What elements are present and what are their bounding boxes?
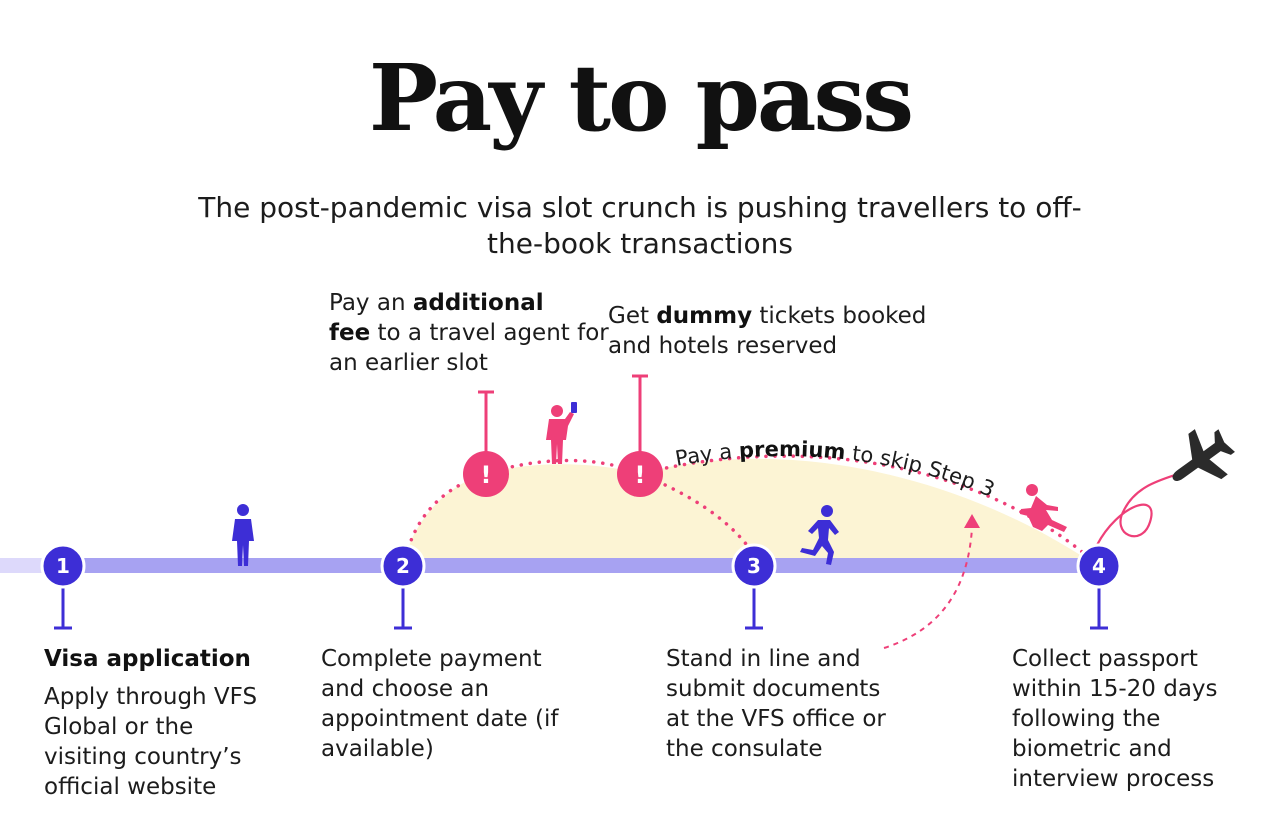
shortcut-area bbox=[404, 458, 1097, 566]
step-4-number: 4 bbox=[1092, 554, 1106, 578]
skip-arrow-head bbox=[964, 514, 980, 528]
airplane-icon bbox=[1172, 429, 1235, 482]
step-3-node: 3 bbox=[731, 543, 777, 589]
agent-route-dotted bbox=[402, 472, 488, 568]
page-subtitle: The post-pandemic visa slot crunch is pu… bbox=[198, 191, 1082, 260]
skip-arrow-dotted bbox=[883, 527, 973, 649]
step-3-description: Stand in line and submit documents at th… bbox=[666, 646, 886, 762]
svg-text:!: ! bbox=[481, 461, 492, 489]
step-3-number: 3 bbox=[747, 554, 761, 578]
step-1-title: Visa application bbox=[44, 646, 251, 672]
timeline-bar bbox=[50, 558, 1100, 573]
dummy-bookings-note: Get dummy tickets booked and hotels rese… bbox=[608, 303, 927, 359]
step-2-description: Complete payment and choose an appointme… bbox=[321, 646, 559, 762]
timeline-fade bbox=[0, 558, 50, 573]
step-2-number: 2 bbox=[396, 554, 410, 578]
person-standing-icon bbox=[232, 504, 254, 566]
step-1-node: 1 bbox=[40, 543, 86, 589]
person-phone-icon bbox=[546, 402, 577, 464]
svg-text:!: ! bbox=[635, 461, 646, 489]
plane-loop-path bbox=[1096, 465, 1198, 546]
step-4-node: 4 bbox=[1076, 543, 1122, 589]
step-4-description: Collect passport within 15-20 days follo… bbox=[1012, 646, 1218, 792]
person-jumping-icon bbox=[1020, 484, 1067, 532]
alert-node-agent: ! bbox=[463, 451, 509, 497]
alert-node-dummy: ! bbox=[617, 451, 663, 497]
person-running-icon bbox=[800, 505, 839, 565]
step-2-node: 2 bbox=[380, 543, 426, 589]
page-title: Pay to pass bbox=[368, 44, 914, 152]
step-1-number: 1 bbox=[56, 554, 70, 578]
step-1-text: Visa application Apply through VFS Globa… bbox=[44, 644, 276, 802]
step-1-description: Apply through VFS Global or the visiting… bbox=[44, 684, 258, 800]
